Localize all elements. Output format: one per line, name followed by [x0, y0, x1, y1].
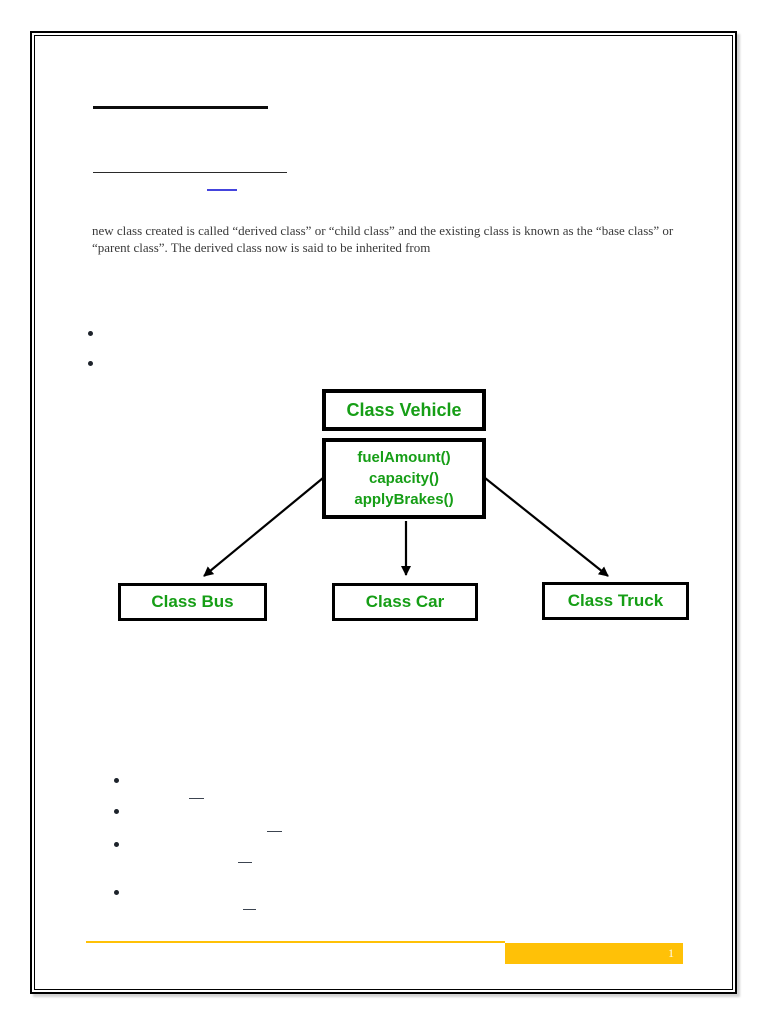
page-border-frame-inner — [34, 35, 733, 990]
page-number-badge: 1 — [505, 943, 683, 964]
diagram-child-class-box-bus: Class Bus — [118, 583, 267, 621]
diagram-method-label: capacity() — [368, 470, 440, 487]
bullet-icon — [114, 890, 119, 895]
diagram-method-label: fuelAmount() — [357, 449, 451, 466]
redacted-text-underline — [267, 831, 282, 832]
redacted-text-underline — [189, 798, 204, 799]
redacted-text-underline — [238, 862, 252, 863]
diagram-child-class-label: Class Car — [365, 592, 445, 611]
diagram-child-class-box-car: Class Car — [332, 583, 478, 621]
diagram-child-class-label: Class Bus — [151, 592, 234, 611]
diagram-parent-class-box: Class Vehicle — [322, 389, 486, 431]
diagram-child-class-box-truck: Class Truck — [542, 582, 689, 620]
diagram-methods-box: fuelAmount() capacity() applyBrakes() — [322, 438, 486, 519]
diagram-method-label: applyBrakes() — [354, 491, 454, 508]
diagram-parent-class-label: Class Vehicle — [346, 399, 462, 420]
footer-accent-line — [86, 941, 505, 943]
subheading-underline — [93, 172, 287, 173]
bullet-icon — [114, 809, 119, 814]
paragraph: new class created is called “derived cla… — [92, 223, 674, 255]
diagram-child-class-label: Class Truck — [567, 591, 664, 610]
bullet-icon — [114, 842, 119, 847]
heading-underline — [93, 106, 268, 109]
bullet-icon — [88, 331, 93, 336]
redacted-text-underline — [243, 909, 256, 910]
bullet-icon — [114, 778, 119, 783]
bullet-icon — [88, 361, 93, 366]
link-underline[interactable] — [207, 189, 237, 191]
